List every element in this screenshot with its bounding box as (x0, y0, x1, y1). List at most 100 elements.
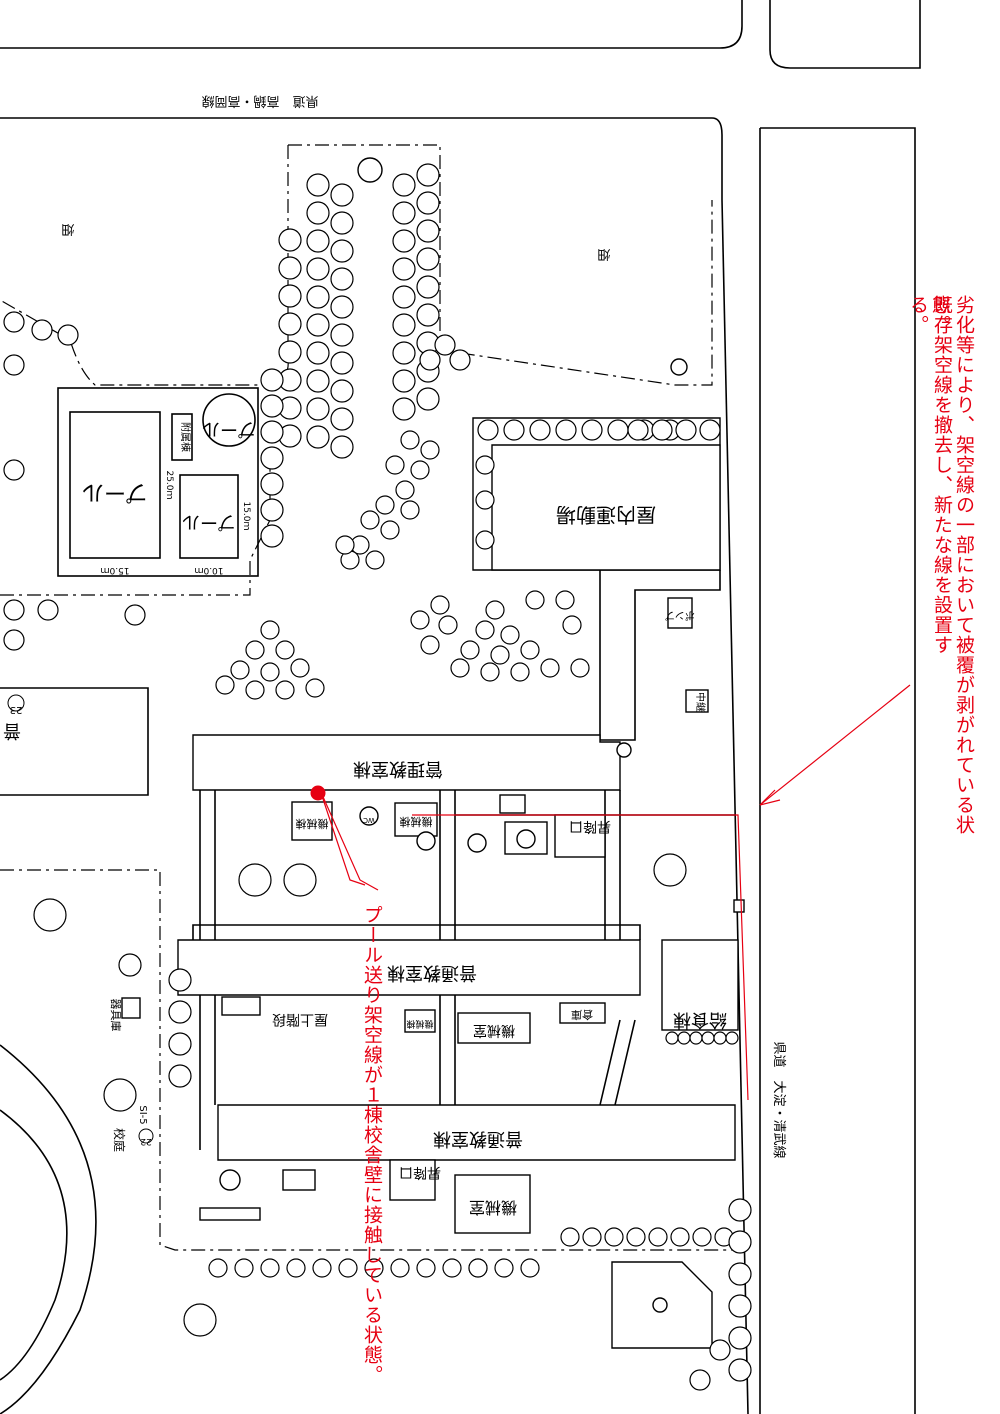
tree-symbol (260, 472, 284, 496)
right-road-label: 県道 大淀・清武線 (771, 1041, 787, 1158)
tree-symbol (449, 349, 471, 371)
tree-symbol (306, 229, 330, 253)
tree-symbol (168, 1000, 192, 1024)
tree-symbol (562, 615, 582, 635)
machine3-label: 機械棟 (406, 1018, 433, 1030)
tree-symbol (306, 341, 330, 365)
tree-symbol (260, 368, 284, 392)
tree-symbol (416, 191, 440, 215)
tree-symbol (480, 662, 500, 682)
tree-symbol (215, 675, 235, 695)
tree-symbol (420, 440, 440, 460)
tree-symbol (283, 863, 317, 897)
note-right-2: 既存架空線を撤去し、新たな線を設置する。 (907, 295, 953, 655)
tree-symbol (416, 275, 440, 299)
tree-symbol (485, 600, 505, 620)
tree-symbol (438, 615, 458, 635)
tree-symbol (570, 658, 590, 678)
general1-label: 普通教室棟 (387, 962, 477, 983)
tree-symbol (306, 201, 330, 225)
tree-symbol (392, 397, 416, 421)
cafeteria-label: 給食棟 (673, 1009, 727, 1030)
tree-symbol (306, 285, 330, 309)
tree-symbol (380, 520, 400, 540)
tree-symbol (260, 420, 284, 444)
storage2-label: 器具庫 (109, 999, 123, 1032)
outdoor-stair-label: 屋上階段 (272, 1011, 328, 1027)
tree-symbol (395, 480, 415, 500)
tree-symbol (338, 1258, 358, 1278)
tree-symbol (208, 1258, 228, 1278)
tree-symbol (330, 183, 354, 207)
tree-symbol (627, 419, 649, 441)
tree-symbol (3, 354, 25, 376)
tree-symbol (330, 267, 354, 291)
pool-area: プール プール プール 附属棟 25.0ｍ 15.0ｍ 15.0ｍ 10.0ｍ (57, 387, 259, 577)
si5-label: SI-5 (137, 1105, 148, 1124)
tree-symbol (410, 610, 430, 630)
tree-symbol (306, 313, 330, 337)
pool-house-label: 附属棟 (179, 422, 192, 452)
tree-symbol (168, 1064, 192, 1088)
contact-point-marker (310, 785, 326, 801)
pool-large-label: プール (82, 479, 148, 504)
tree-symbol (33, 898, 67, 932)
tree-symbol (245, 640, 265, 660)
tree-symbol (410, 460, 430, 480)
tree-group (3, 163, 752, 1391)
gym-label: 屋内運動場 (556, 503, 656, 527)
tree-symbol (260, 662, 280, 682)
dim-15m-a: 15.0ｍ (100, 565, 129, 575)
dim-10m: 10.0ｍ (194, 565, 223, 575)
pump-label: ポンプ (665, 609, 695, 621)
tree-symbol (330, 239, 354, 263)
tree-symbol (392, 313, 416, 337)
tree-symbol (540, 658, 560, 678)
tree-symbol (365, 550, 385, 570)
tree-symbol (728, 1230, 752, 1254)
tree-symbol (442, 1258, 462, 1278)
tree-symbol (520, 1258, 540, 1278)
tree-symbol (168, 1032, 192, 1056)
tree-symbol (701, 1031, 715, 1045)
tree-symbol (3, 599, 25, 621)
tree-symbol (392, 229, 416, 253)
tree-symbol (689, 1369, 711, 1391)
tree-symbol (500, 625, 520, 645)
top-road-label: 県道 高鍋・高岡線 (201, 93, 318, 109)
tree-symbol (430, 595, 450, 615)
tree-symbol (670, 1227, 690, 1247)
tree-symbol (3, 629, 25, 651)
note-center: プール送り架空線が１棟校舎壁に接触している状態。 (361, 905, 383, 1385)
tree-symbol (604, 1227, 624, 1247)
tree-symbol (475, 490, 495, 510)
tree-symbol (230, 660, 250, 680)
tree-symbol (560, 1227, 580, 1247)
tree-symbol (503, 419, 525, 441)
tree-symbol (392, 285, 416, 309)
farmland-left-label: 畑 (61, 221, 74, 236)
tree-symbol (581, 419, 603, 441)
tree-symbol (305, 678, 325, 698)
tree-symbol (400, 500, 420, 520)
schoolyard-label: 校庭 (112, 1128, 127, 1152)
tree-symbol (713, 1031, 727, 1045)
tree-symbol (728, 1358, 752, 1382)
tree-symbol (330, 379, 354, 403)
tree-symbol (416, 219, 440, 243)
site-boundary (0, 144, 750, 1251)
tree-symbol (651, 419, 673, 441)
tree-symbol (416, 387, 440, 411)
tree-symbol (278, 340, 302, 364)
general2-label: 普通教室棟 (433, 1128, 523, 1149)
tree-symbol (3, 311, 25, 333)
tree-symbol (260, 524, 284, 548)
special2-label: 機械室 (469, 1198, 517, 1217)
tree-symbol (57, 324, 79, 346)
tree-symbol (607, 419, 629, 441)
tree-symbol (245, 680, 265, 700)
tree-symbol (364, 1258, 384, 1278)
tree-symbol (420, 635, 440, 655)
machine1-label: 機械棟 (296, 817, 329, 831)
